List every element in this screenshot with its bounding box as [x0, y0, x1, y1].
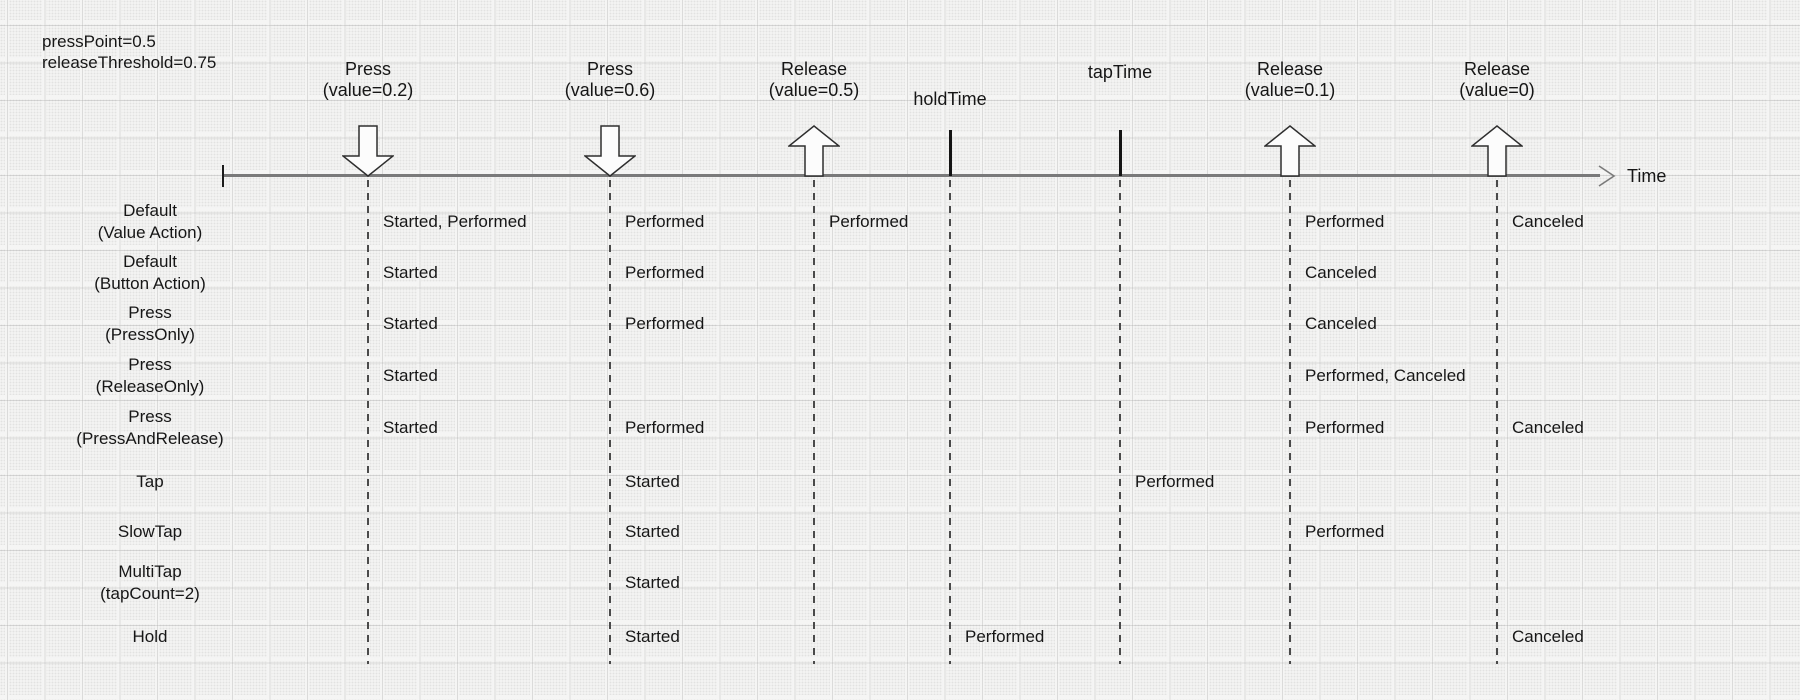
event-label-press-value-0.2: Press (value=0.2): [322, 59, 414, 100]
cell-press-press-and-release-press-value-0.6: Performed: [625, 418, 705, 437]
time-axis-label: Time: [1627, 166, 1667, 186]
cell-press-press-and-release-press-value-0.2: Started: [383, 418, 438, 437]
dashed-guide-release-value-0: [1496, 180, 1498, 664]
cell-press-press-only-press-value-0.2: Started: [383, 314, 438, 333]
press-arrow-icon-press-value-0.2: [342, 125, 394, 177]
cell-press-press-and-release-release-value-0: Canceled: [1512, 418, 1584, 437]
cell-default-value-action-release-value-0.5: Performed: [829, 212, 909, 231]
row-label-press-release-only: Press (ReleaseOnly): [95, 355, 205, 396]
cell-slow-tap-press-value-0.6: Started: [625, 522, 680, 541]
parameters-block: pressPoint=0.5 releaseThreshold=0.75: [42, 31, 216, 73]
row-label-hold: Hold: [132, 627, 168, 646]
row-label-multi-tap: MultiTap (tapCount=2): [100, 562, 200, 603]
event-label-release-value-0: Release (value=0): [1459, 59, 1535, 100]
cell-press-release-only-release-value-0.1: Performed, Canceled: [1305, 366, 1466, 385]
cell-default-button-action-press-value-0.6: Performed: [625, 263, 705, 282]
release-arrow-icon-release-value-0.5: [788, 125, 840, 177]
event-label-release-value-0.5: Release (value=0.5): [768, 59, 860, 100]
cell-press-press-only-release-value-0.1: Canceled: [1305, 314, 1377, 333]
cell-default-button-action-release-value-0.1: Canceled: [1305, 263, 1377, 282]
cell-default-value-action-release-value-0.1: Performed: [1305, 212, 1385, 231]
row-label-tap: Tap: [136, 472, 164, 491]
row-label-default-button-action: Default (Button Action): [94, 252, 206, 293]
row-label-press-press-only: Press (PressOnly): [105, 303, 195, 344]
press-point-value: pressPoint=0.5: [42, 32, 156, 51]
cell-default-value-action-press-value-0.2: Started, Performed: [383, 212, 527, 231]
row-label-press-press-and-release: Press (PressAndRelease): [76, 407, 224, 448]
row-label-slow-tap: SlowTap: [117, 522, 183, 541]
cell-press-release-only-press-value-0.2: Started: [383, 366, 438, 385]
cell-tap-press-value-0.6: Started: [625, 472, 680, 491]
dashed-guide-hold-time: [949, 180, 951, 664]
time-marker-hold-time: [948, 130, 952, 176]
cell-hold-release-value-0: Canceled: [1512, 627, 1584, 646]
time-marker-tap-time: [1118, 130, 1122, 176]
cell-slow-tap-release-value-0.1: Performed: [1305, 522, 1385, 541]
cell-press-press-only-press-value-0.6: Performed: [625, 314, 705, 333]
cell-press-press-and-release-release-value-0.1: Performed: [1305, 418, 1385, 437]
cell-hold-hold-time: Performed: [965, 627, 1045, 646]
dashed-guide-release-value-0.5: [813, 180, 815, 664]
event-label-tap-time: tapTime: [1087, 62, 1153, 82]
cell-tap-tap-time: Performed: [1135, 472, 1215, 491]
press-arrow-icon-press-value-0.6: [584, 125, 636, 177]
timeline-arrowhead-icon: [1598, 165, 1616, 187]
cell-default-value-action-release-value-0: Canceled: [1512, 212, 1584, 231]
event-label-release-value-0.1: Release (value=0.1): [1244, 59, 1336, 100]
row-label-default-value-action: Default (Value Action): [97, 201, 203, 242]
event-label-press-value-0.6: Press (value=0.6): [564, 59, 656, 100]
timeline-start-tick: [222, 165, 224, 187]
timeline-axis: [223, 174, 1600, 177]
cell-default-value-action-press-value-0.6: Performed: [625, 212, 705, 231]
dashed-guide-release-value-0.1: [1289, 180, 1291, 664]
cell-multi-tap-press-value-0.6: Started: [625, 573, 680, 592]
release-threshold-value: releaseThreshold=0.75: [42, 53, 217, 72]
event-label-hold-time: holdTime: [913, 89, 987, 109]
dashed-guide-tap-time: [1119, 180, 1121, 664]
cell-default-button-action-press-value-0.2: Started: [383, 263, 438, 282]
release-arrow-icon-release-value-0.1: [1264, 125, 1316, 177]
dashed-guide-press-value-0.6: [609, 180, 611, 664]
dashed-guide-press-value-0.2: [367, 180, 369, 664]
cell-hold-press-value-0.6: Started: [625, 627, 680, 646]
release-arrow-icon-release-value-0: [1471, 125, 1523, 177]
